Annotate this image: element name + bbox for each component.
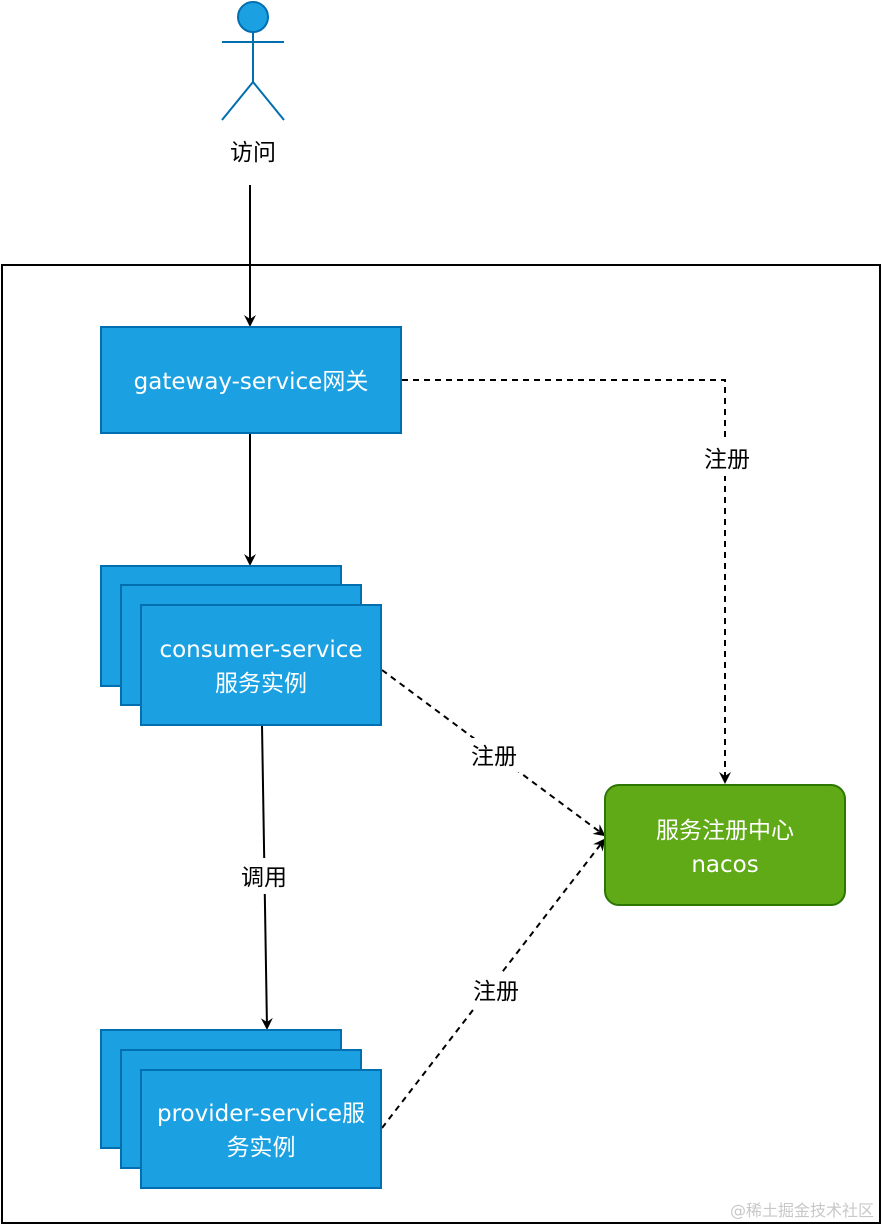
gateway-service-label: gateway-service网关 (134, 369, 369, 395)
label-consumer-calls-provider: 调用 (241, 865, 287, 891)
service-registry-label-line1: 服务注册中心 (656, 818, 794, 844)
gateway-service-node[interactable]: gateway-service网关 (100, 326, 402, 434)
system-boundary (1, 264, 881, 1224)
user-stick-figure-icon (221, 1, 285, 121)
consumer-service-label-line2: 服务实例 (215, 671, 307, 697)
service-registry-label-line2: nacos (691, 852, 758, 878)
watermark: @稀土掘金技术社区 (730, 1201, 874, 1220)
label-consumer-register: 注册 (471, 744, 517, 770)
consumer-service-node[interactable]: consumer-service 服务实例 (100, 565, 382, 726)
label-provider-register: 注册 (473, 979, 519, 1005)
edge-gateway-register (402, 379, 731, 784)
consumer-service-label-line1: consumer-service (159, 637, 362, 663)
provider-service-node[interactable]: provider-service服 务实例 (100, 1029, 382, 1189)
provider-service-label-line2: 务实例 (227, 1135, 296, 1161)
label-gateway-register: 注册 (704, 447, 750, 473)
service-registry-node[interactable]: 服务注册中心 nacos (604, 784, 846, 906)
actor-label: 访问 (230, 140, 276, 166)
edge-consumer-register (381, 669, 606, 837)
provider-service-label-line1: provider-service服 (157, 1101, 365, 1127)
